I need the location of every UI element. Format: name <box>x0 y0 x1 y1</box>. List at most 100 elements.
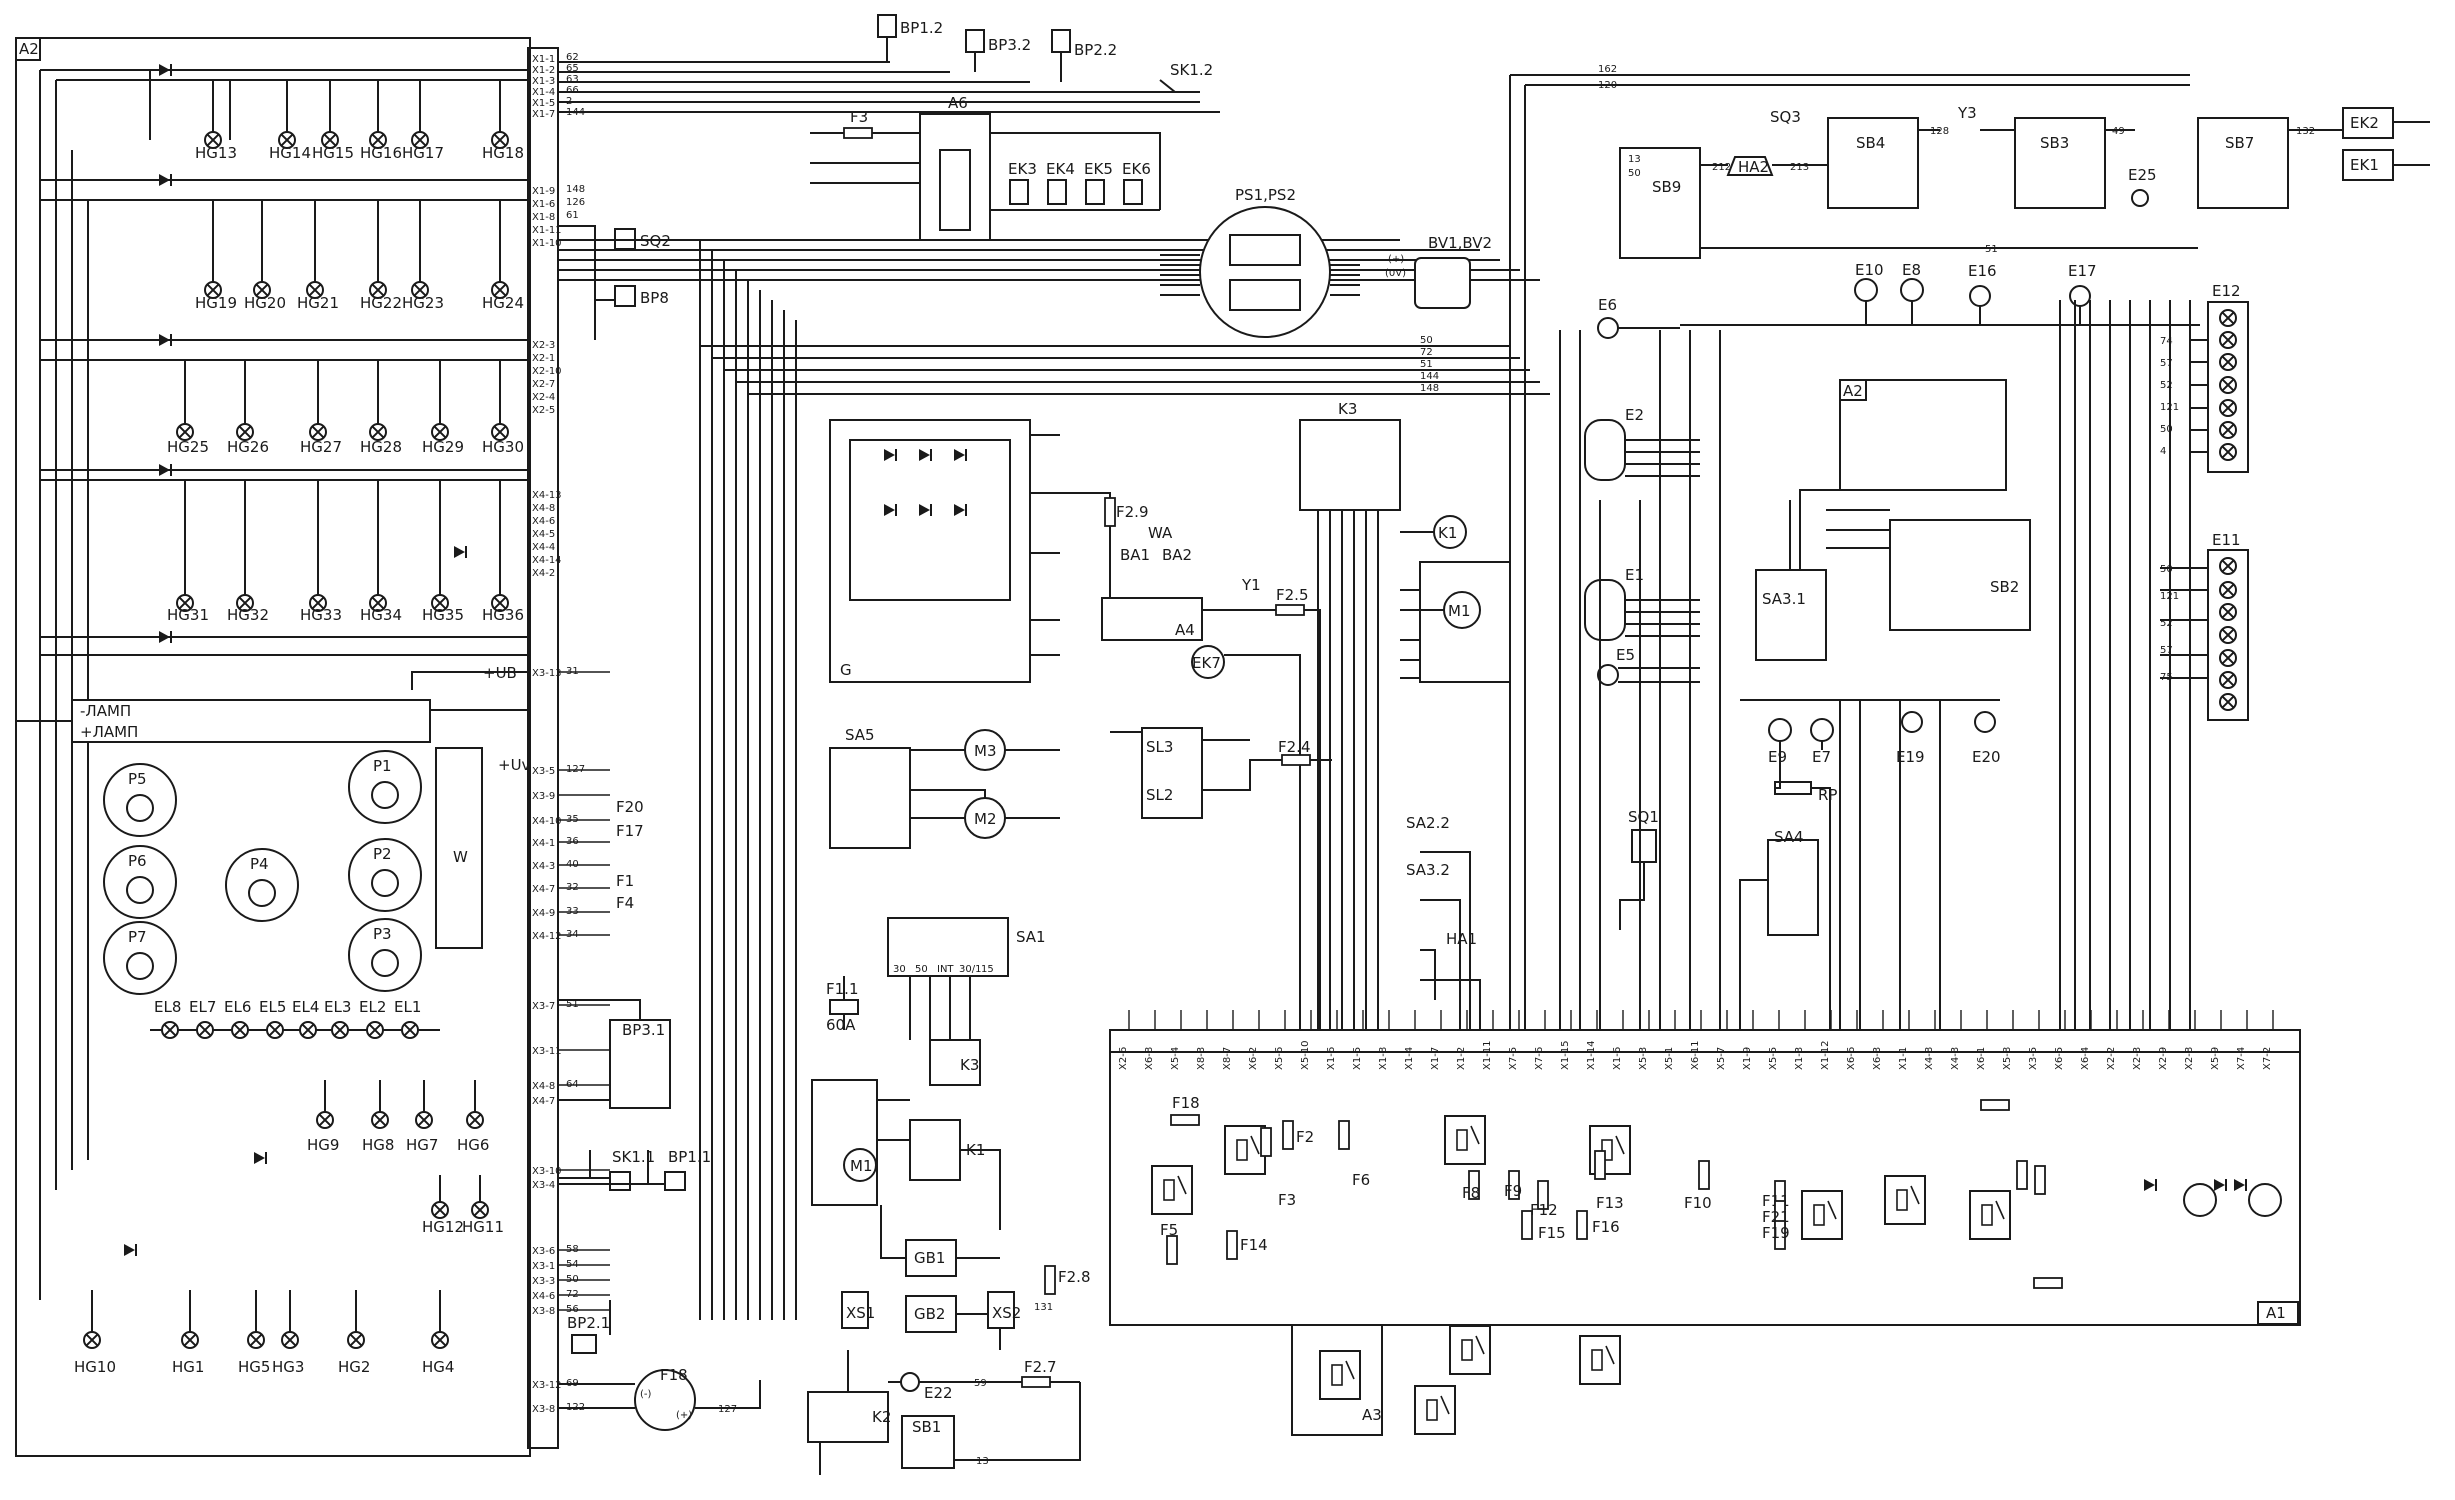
a1-pin-label: X6-4 <box>2080 1047 2091 1070</box>
rear-lamp-wires <box>1739 699 2000 1030</box>
a1-pin-label: X8-7 <box>1222 1047 1233 1070</box>
e7-lamp <box>1810 718 1834 742</box>
wire-number-label: 132 <box>2296 126 2315 137</box>
sa1-terminal-label: 30 <box>893 964 906 975</box>
wire-number-label: 52 <box>2160 380 2173 391</box>
gauge-icon <box>248 879 276 907</box>
fuse-icon <box>1282 1120 1294 1150</box>
gb2-label: GB2 <box>914 1305 945 1323</box>
connector-pin-label: X1-2 <box>532 65 555 76</box>
e11-lamp-icon <box>2219 603 2237 621</box>
wire-number-label: 120 <box>1598 80 1617 91</box>
relay-icon <box>1801 1190 1843 1240</box>
relay-icon <box>1151 1165 1193 1215</box>
a6-box <box>919 113 991 241</box>
bp8-label: BP8 <box>640 289 669 307</box>
e22-label: E22 <box>924 1384 953 1402</box>
sa2-sa3-wires <box>1420 851 1471 1030</box>
indicator-lamp-icon <box>299 1021 317 1039</box>
f2-7-fuse <box>1021 1376 1051 1388</box>
f2-5-label: F2.5 <box>1276 586 1308 604</box>
a6-label: A6 <box>948 94 968 112</box>
e11-label: E11 <box>2212 531 2241 549</box>
indicator-label: HG26 <box>227 438 269 456</box>
a1-pin-label: X2-9 <box>2158 1047 2169 1070</box>
a1-pin-label: X5-10 <box>1300 1040 1311 1070</box>
a1-pin-label: X5-8 <box>2002 1047 2013 1070</box>
e11-lamp-icon <box>2219 693 2237 711</box>
e12-lamp-icon <box>2219 353 2237 371</box>
connector-pin-label: X3-12 <box>532 1380 562 1391</box>
indicator-label: HG28 <box>360 438 402 456</box>
m1-starter-box <box>811 1079 878 1206</box>
a1-pin-label: X5-7 <box>1716 1047 1727 1070</box>
a1-pin-label: X3-5 <box>2028 1047 2039 1070</box>
bp1-1-label: F1 <box>616 872 634 890</box>
wire-number-label: 50 <box>2160 424 2173 435</box>
bp2-1-label: F4 <box>616 894 634 912</box>
e22-wires <box>819 1350 1081 1475</box>
sa3-1-box <box>1755 569 1827 661</box>
indicator-label: HG7 <box>406 1136 438 1154</box>
sl3-label: SL3 <box>1146 738 1173 756</box>
e11-lamp-icon <box>2219 557 2237 575</box>
fuse-label: F12 <box>1530 1201 1558 1219</box>
heater-label: EK6 <box>1122 160 1151 178</box>
e8-lamp <box>1900 278 1924 302</box>
a1-pin-label: X1-1 <box>1898 1047 1909 1070</box>
e9-lamp <box>1768 718 1792 742</box>
indicator-bus-lines <box>40 179 528 656</box>
e9-label: E9 <box>1768 748 1787 766</box>
relay-icon <box>1449 1325 1491 1375</box>
connector-pin-label: X2-3 <box>532 340 555 351</box>
indicator-lamp-icon <box>196 1021 214 1039</box>
gauge-label: P4 <box>250 855 269 873</box>
sk1-1-label: F17 <box>616 822 644 840</box>
wire-number-label: 57 <box>2160 645 2173 656</box>
e17-label: E17 <box>2068 262 2097 280</box>
connector-pin-label: X3-5 <box>532 766 555 777</box>
fuse-label: F9 <box>1504 1182 1522 1200</box>
diode-icon <box>2233 1178 2247 1192</box>
sa5-box <box>829 747 911 849</box>
wire-number-label: 128 <box>1930 126 1949 137</box>
indicator-label: HG25 <box>167 438 209 456</box>
a4-wires <box>1060 492 1321 1030</box>
indicator-lamp-icon <box>347 1331 365 1349</box>
wire-number-label: 62 <box>566 52 579 63</box>
f1-1-rating: 60A <box>826 1016 856 1034</box>
bv-zero: (0V) <box>1385 268 1406 279</box>
gauge-icon <box>371 869 399 897</box>
relay-icon <box>1414 1385 1456 1435</box>
wire-number-label: 212 <box>1712 162 1731 173</box>
wire-number-label: 144 <box>1420 371 1439 382</box>
bp8-box <box>614 285 636 307</box>
indicator-label: HG32 <box>227 606 269 624</box>
vertical-trunk-bundle <box>699 240 797 1320</box>
connector-pin-label: X4-6 <box>532 516 555 527</box>
e25-label: E25 <box>2128 166 2157 184</box>
m1-label: M1 <box>850 1157 873 1175</box>
wire-number-label: 65 <box>566 63 579 74</box>
gb1-label: GB1 <box>914 1249 945 1267</box>
ek1-label: EK1 <box>2350 156 2379 174</box>
sa3-1-label: SA3.1 <box>1762 590 1806 608</box>
panel-a2-connector-strip <box>527 47 559 1449</box>
a1-pin-label: X6-2 <box>1248 1047 1259 1070</box>
sp1-box <box>609 1171 631 1191</box>
indicator-lamp-icon <box>316 1111 334 1129</box>
bv-plus: (+) <box>1388 254 1404 265</box>
heater-label: EK3 <box>1008 160 1037 178</box>
connector-pin-label: X1-6 <box>532 199 555 210</box>
fuse-icon <box>1980 1099 2010 1111</box>
wire-number-label: 13 <box>1628 154 1641 165</box>
xs2-socket <box>987 1291 1015 1329</box>
indicator-lamp-icon <box>231 1021 249 1039</box>
f3-label: F3 <box>850 108 868 126</box>
kk1-symbol <box>634 1369 696 1431</box>
indicator-label: HG5 <box>238 1358 270 1376</box>
sb7-box <box>2197 117 2289 209</box>
f3-fuse <box>843 127 873 139</box>
a1-pin-label: X1-3 <box>1794 1047 1805 1070</box>
